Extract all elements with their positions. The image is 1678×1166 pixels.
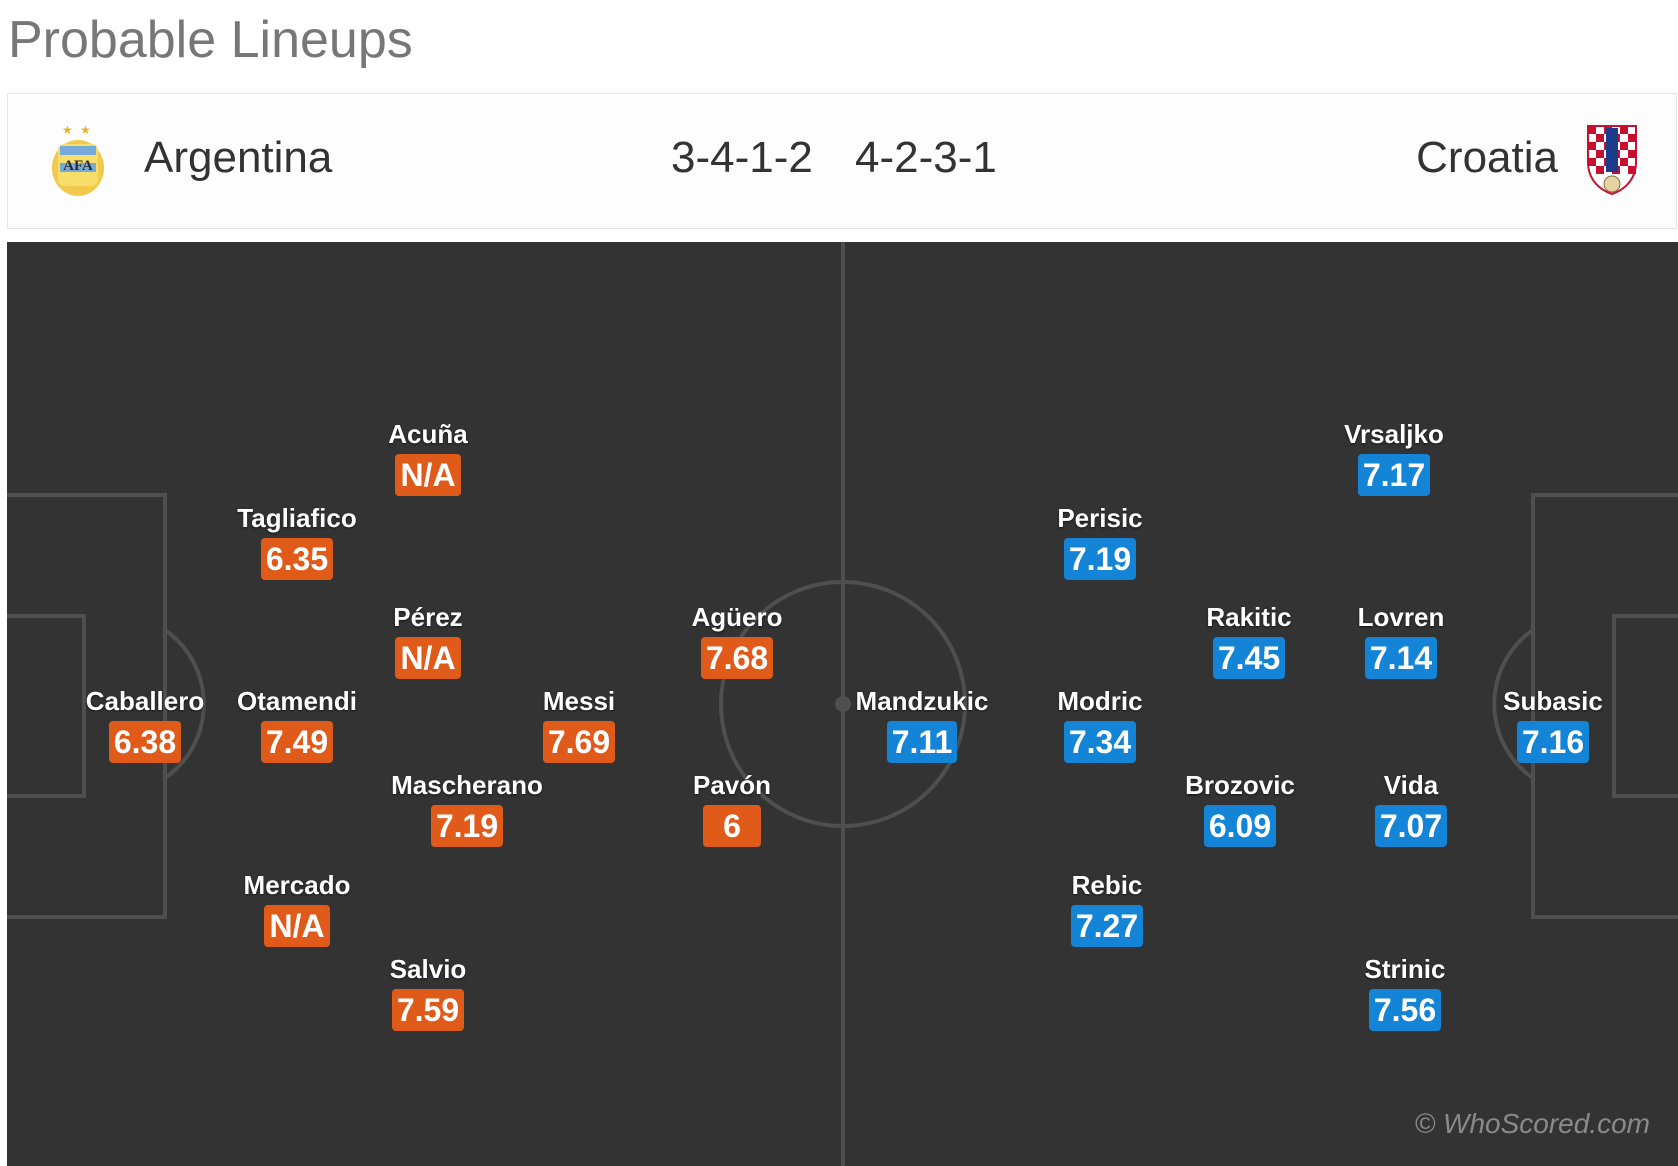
away-player-brozovic[interactable]: Brozovic 6.09	[1160, 769, 1320, 847]
player-name: Acuña	[388, 419, 468, 449]
player-name: Mercado	[243, 870, 351, 900]
match-header: ★ ★ AFA Argentina 3-4-1-2 4-2-3-1 Croati…	[7, 93, 1677, 229]
player-name: Rakitic	[1206, 602, 1292, 632]
pitch-markings	[7, 242, 1678, 1166]
home-player-pavon[interactable]: Pavón 6	[652, 769, 812, 847]
player-rating: 7.59	[391, 989, 465, 1031]
player-rating: 7.16	[1516, 721, 1590, 763]
away-formation: 4-2-3-1	[855, 133, 997, 182]
player-name: Caballero	[85, 686, 205, 716]
player-name: Vida	[1383, 770, 1439, 800]
away-player-vrsaljko[interactable]: Vrsaljko 7.17	[1314, 418, 1474, 496]
away-player-mandzukic[interactable]: Mandzukic 7.11	[842, 685, 1002, 763]
home-player-acuna[interactable]: Acuña N/A	[348, 418, 508, 496]
watermark: © WhoScored.com	[1414, 1108, 1650, 1139]
home-player-messi[interactable]: Messi 7.69	[499, 685, 659, 763]
away-player-vida[interactable]: Vida 7.07	[1331, 769, 1491, 847]
player-name: Otamendi	[237, 686, 357, 716]
player-name: Agüero	[691, 602, 783, 632]
player-rating: 7.27	[1070, 905, 1144, 947]
home-player-mascherano[interactable]: Mascherano 7.19	[387, 769, 547, 847]
player-name: Perisic	[1057, 503, 1143, 533]
home-team-name[interactable]: Argentina	[144, 133, 333, 182]
player-rating: 7.56	[1368, 989, 1442, 1031]
player-rating: 7.69	[542, 721, 616, 763]
away-player-rebic[interactable]: Rebic 7.27	[1027, 869, 1187, 947]
player-name: Brozovic	[1185, 770, 1295, 800]
home-player-otamendi[interactable]: Otamendi 7.49	[217, 685, 377, 763]
home-player-perez[interactable]: Pérez N/A	[348, 601, 508, 679]
player-rating: 6	[703, 805, 761, 847]
player-name: Modric	[1057, 686, 1143, 716]
player-rating: 7.34	[1063, 721, 1137, 763]
player-name: Mandzukic	[855, 686, 989, 716]
player-rating: 7.45	[1212, 637, 1286, 679]
svg-text:AFA: AFA	[63, 158, 93, 174]
home-player-salvio[interactable]: Salvio 7.59	[348, 953, 508, 1031]
away-player-rakitic[interactable]: Rakitic 7.45	[1169, 601, 1329, 679]
player-rating: N/A	[264, 905, 330, 947]
player-rating: N/A	[395, 454, 461, 496]
player-rating: 7.19	[430, 805, 504, 847]
player-rating: 7.49	[260, 721, 334, 763]
away-player-strinic[interactable]: Strinic 7.56	[1325, 953, 1485, 1031]
player-rating: 6.09	[1203, 805, 1277, 847]
player-rating: 7.19	[1063, 538, 1137, 580]
player-rating: N/A	[395, 637, 461, 679]
player-name: Mascherano	[391, 770, 543, 800]
player-name: Lovren	[1357, 602, 1445, 632]
home-player-caballero[interactable]: Caballero 6.38	[65, 685, 225, 763]
pitch: Caballero 6.38 Tagliafico 6.35 Otamendi …	[7, 242, 1678, 1166]
player-name: Vrsaljko	[1344, 419, 1444, 449]
player-rating: 7.17	[1357, 454, 1431, 496]
player-name: Tagliafico	[237, 503, 357, 533]
away-player-modric[interactable]: Modric 7.34	[1020, 685, 1180, 763]
player-name: Messi	[542, 686, 616, 716]
hns-crest-icon	[1584, 122, 1640, 203]
player-rating: 7.11	[886, 721, 958, 763]
player-name: Subasic	[1503, 686, 1603, 716]
player-name: Salvio	[389, 954, 467, 984]
player-rating: 7.07	[1374, 805, 1448, 847]
player-rating: 7.14	[1364, 637, 1438, 679]
away-player-lovren[interactable]: Lovren 7.14	[1321, 601, 1481, 679]
page-title: Probable Lineups	[8, 11, 413, 69]
home-formation: 3-4-1-2	[671, 133, 813, 182]
home-player-tagliafico[interactable]: Tagliafico 6.35	[217, 502, 377, 580]
away-player-perisic[interactable]: Perisic 7.19	[1020, 502, 1180, 580]
svg-text:★: ★	[62, 123, 73, 137]
home-player-mercado[interactable]: Mercado N/A	[217, 869, 377, 947]
player-name: Strinic	[1364, 954, 1446, 984]
home-player-aguero[interactable]: Agüero 7.68	[657, 601, 817, 679]
player-rating: 7.68	[700, 637, 774, 679]
svg-text:★: ★	[80, 123, 91, 137]
player-name: Pavón	[692, 770, 772, 800]
away-player-subasic[interactable]: Subasic 7.16	[1473, 685, 1633, 763]
player-name: Rebic	[1071, 870, 1143, 900]
player-rating: 6.38	[108, 721, 182, 763]
player-name: Pérez	[393, 602, 463, 632]
afa-crest-icon: ★ ★ AFA	[48, 122, 108, 203]
away-team-name[interactable]: Croatia	[1416, 133, 1558, 182]
player-rating: 6.35	[260, 538, 334, 580]
